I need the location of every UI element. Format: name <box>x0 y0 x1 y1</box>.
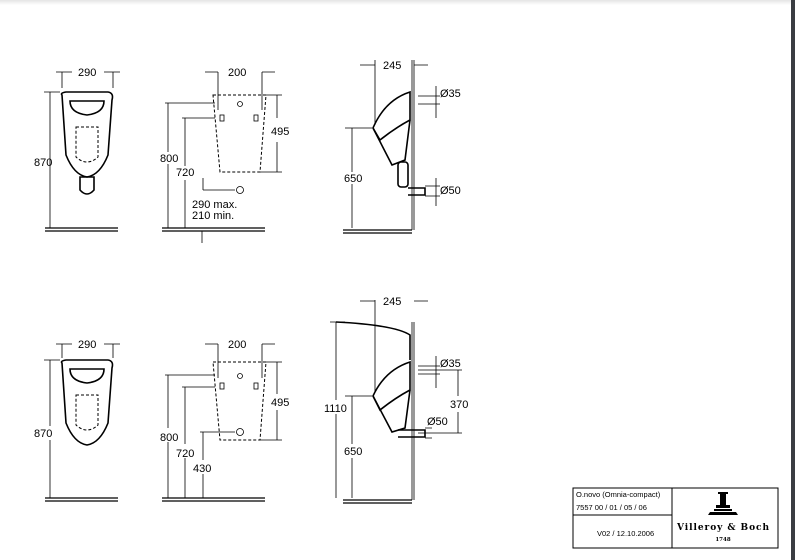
bottom-plan-view <box>162 343 282 502</box>
top-plan-height-label: 495 <box>271 126 289 138</box>
villeroy-boch-logo: Villeroy & Boch 1748 <box>676 492 769 543</box>
scrollbar[interactable] <box>791 0 795 560</box>
bottom-plan-430-label: 430 <box>193 463 211 475</box>
top-side-650-label: 650 <box>344 173 362 185</box>
title-version-date: V02 / 12.10.2006 <box>597 529 654 538</box>
bottom-plan-width-label: 200 <box>228 339 246 351</box>
top-outlet-max-label: 290 max. <box>192 199 237 211</box>
top-front-width-label: 290 <box>78 67 96 79</box>
top-plan-800-label: 800 <box>160 153 178 165</box>
bottom-front-view <box>44 343 120 502</box>
title-product-name: O.novo (Omnia-compact) <box>576 490 661 499</box>
bottom-side-1110-label: 1110 <box>324 403 347 415</box>
top-outlet-diameter-label: Ø50 <box>440 185 461 197</box>
bottom-side-depth-label: 245 <box>383 296 401 308</box>
title-article-numbers: 7557 00 / 01 / 05 / 06 <box>576 503 647 512</box>
bottom-front-width-label: 290 <box>78 339 96 351</box>
top-side-depth-label: 245 <box>383 60 401 72</box>
bottom-plan-800-label: 800 <box>160 432 178 444</box>
top-inlet-diameter-label: Ø35 <box>440 88 461 100</box>
bottom-side-370-label: 370 <box>450 399 468 411</box>
viewer-top-shadow <box>0 0 795 5</box>
bottom-front-height-label: 870 <box>34 428 52 440</box>
top-plan-width-label: 200 <box>228 67 246 79</box>
top-plan-720-label: 720 <box>176 167 194 179</box>
logo-wordmark: Villeroy & Boch <box>676 523 769 533</box>
title-block <box>572 487 779 549</box>
top-front-view <box>44 71 120 232</box>
top-side-view <box>343 60 440 234</box>
bottom-side-view <box>330 300 462 504</box>
bottom-inlet-diameter-label: Ø35 <box>440 358 461 370</box>
top-outlet-min-label: 210 min. <box>192 210 234 222</box>
bottom-plan-height-label: 495 <box>271 397 289 409</box>
top-plan-view <box>162 71 282 243</box>
bottom-side-650-label: 650 <box>344 446 362 458</box>
top-front-height-label: 870 <box>34 157 52 169</box>
bottom-outlet-diameter-label: Ø50 <box>427 416 448 428</box>
bottom-plan-720-label: 720 <box>176 448 194 460</box>
logo-year: 1748 <box>715 537 730 543</box>
